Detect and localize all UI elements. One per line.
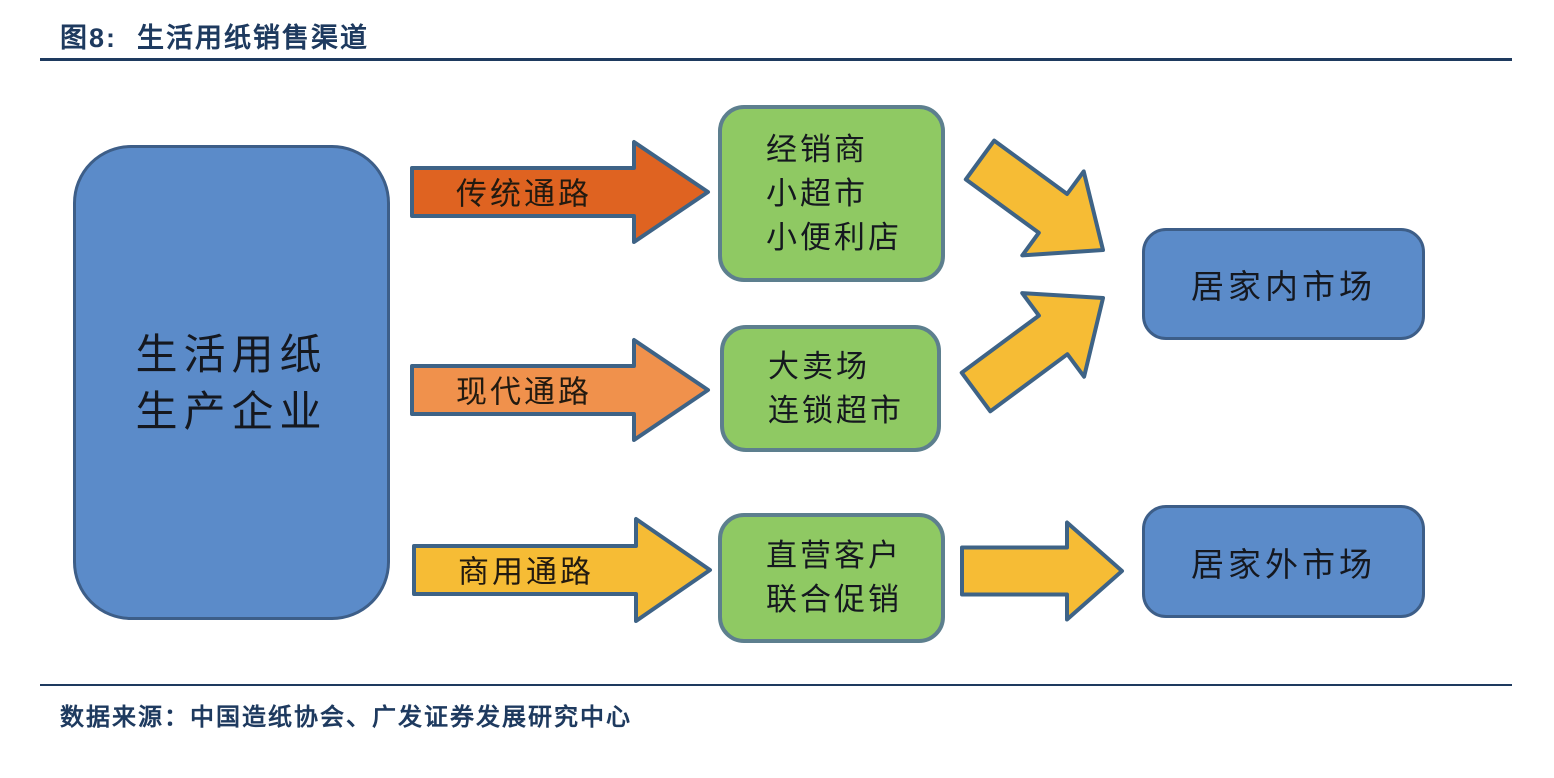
channel-label-traditional: 传统通路 [456, 176, 592, 212]
market-box-away-from-home: 居家外市场 [1142, 505, 1425, 618]
intermediary-line: 直营客户 [766, 538, 902, 573]
producer-box: 生活用纸 生产企业 [73, 145, 390, 620]
intermediary-line: 小超市 [766, 175, 868, 211]
producer-line: 生产企业 [135, 387, 328, 435]
intermediary-box-commercial: 直营客户 联合促销 [718, 513, 945, 643]
intermediary-line: 联合促销 [766, 582, 902, 617]
intermediary-line: 大卖场 [768, 348, 870, 384]
market-box-at-home: 居家内市场 [1142, 228, 1425, 340]
arrow-to-away-market [960, 520, 1124, 622]
arrow-commercial-channel [412, 517, 712, 623]
channel-label-modern: 现代通路 [456, 374, 592, 410]
footer-divider [40, 684, 1512, 686]
arrow-traditional-channel [410, 140, 710, 244]
figure-title-text: 生活用纸销售渠道 [137, 23, 370, 53]
producer-line: 生活用纸 [135, 330, 328, 378]
data-source: 数据来源：中国造纸协会、广发证券发展研究中心 [60, 697, 632, 732]
arrow-mid-to-home-market [959, 291, 1105, 414]
intermediary-line: 经销商 [766, 131, 868, 167]
intermediary-line: 小便利店 [766, 219, 902, 255]
arrow-modern-channel [410, 338, 710, 442]
arrow-top-to-home-market [963, 138, 1105, 258]
data-source-label: 数据来源： [60, 704, 190, 731]
title-divider [40, 58, 1512, 61]
channel-label-commercial: 商用通路 [458, 554, 594, 590]
figure-number: 图8: [60, 23, 118, 53]
market-label: 居家内市场 [1191, 268, 1376, 305]
intermediary-line: 连锁超市 [768, 392, 904, 428]
intermediary-box-traditional: 经销商 小超市 小便利店 [718, 105, 945, 282]
data-source-text: 中国造纸协会、广发证券发展研究中心 [190, 704, 632, 731]
intermediary-box-modern: 大卖场 连锁超市 [720, 325, 941, 452]
market-label: 居家外市场 [1191, 545, 1376, 583]
figure-title: 图8: 生活用纸销售渠道 [60, 16, 369, 55]
